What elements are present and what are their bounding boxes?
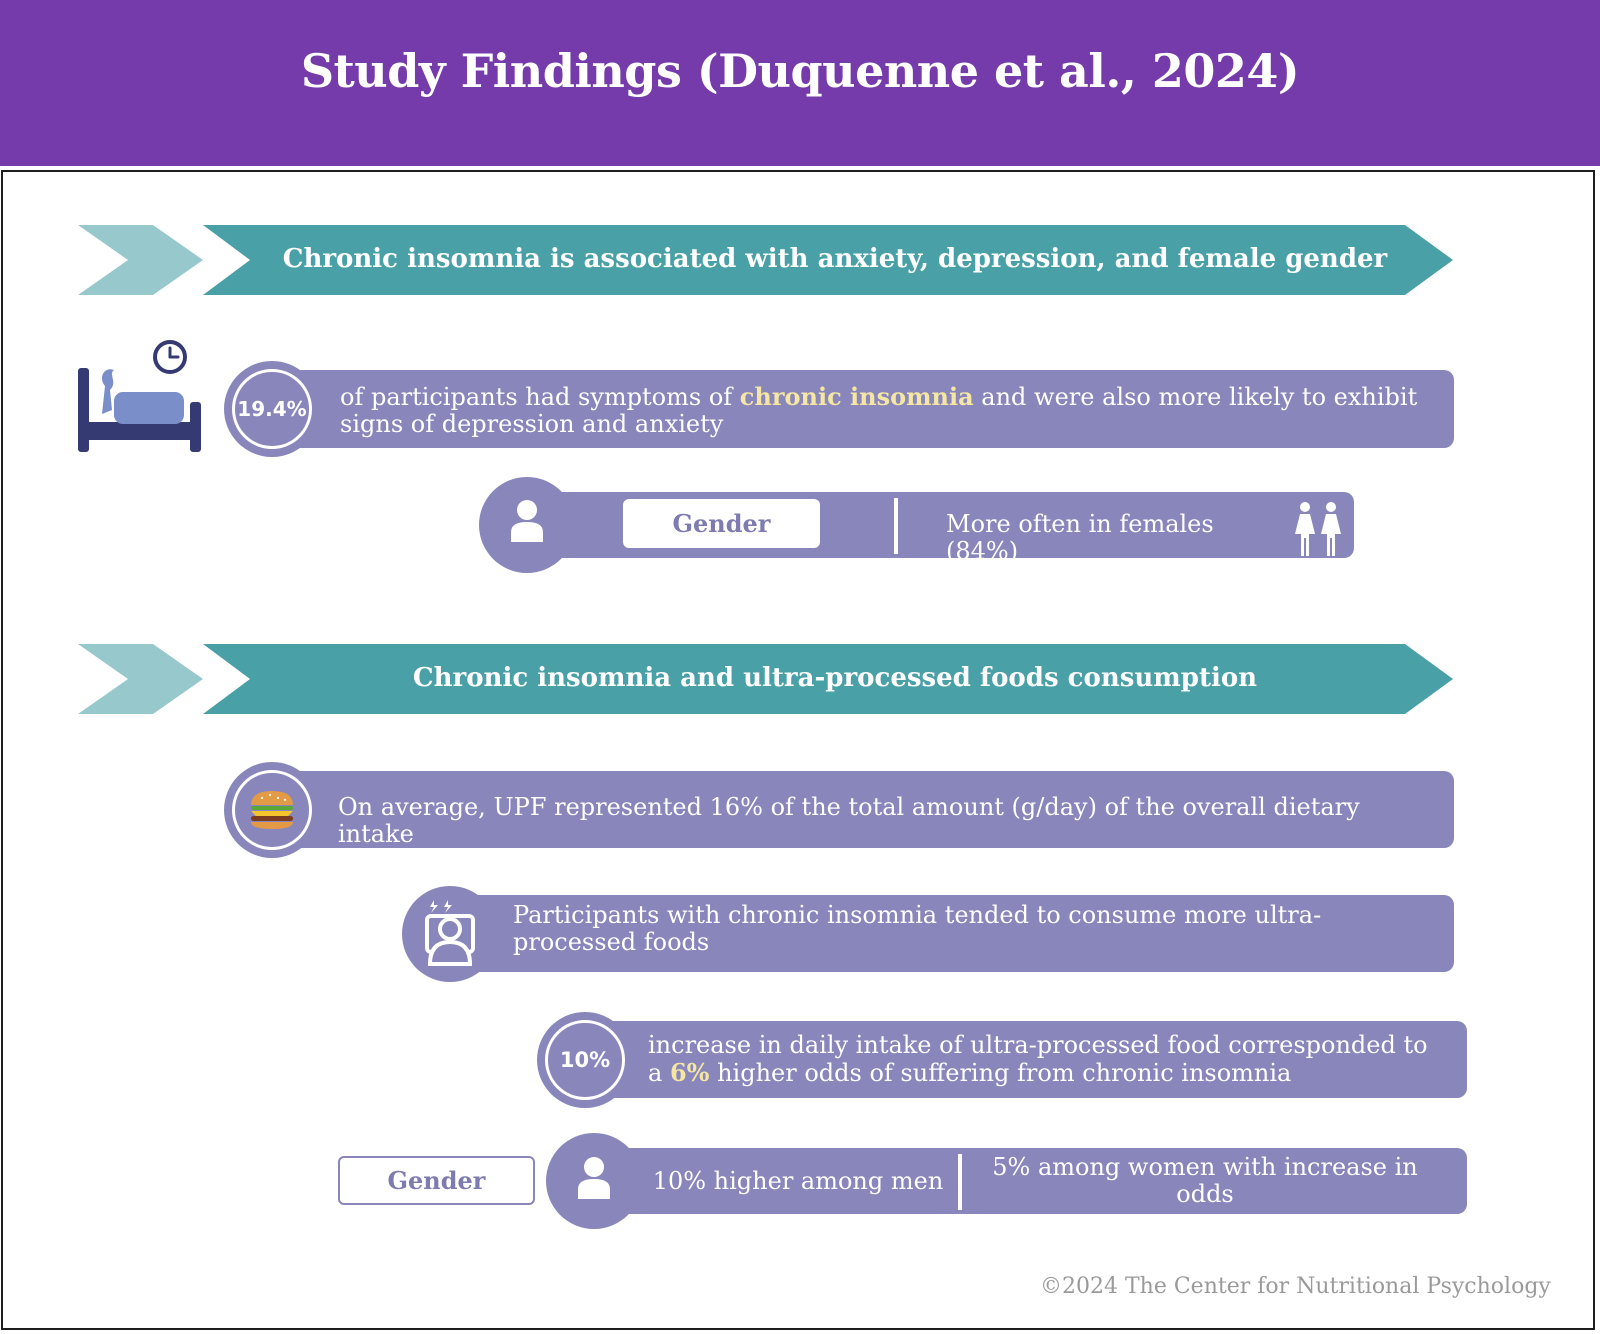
section1-banner-text: Chronic insomnia is associated with anxi…: [282, 244, 1388, 274]
burger-icon: [251, 791, 293, 829]
odds-text-before: increase in daily intake of ultra-proces…: [648, 1031, 1428, 1087]
banner-chevron-main: [203, 644, 1453, 714]
odds-highlight: 6%: [669, 1058, 710, 1087]
gender-label-box-2: Gender: [338, 1156, 535, 1205]
upf-icon-ring: [232, 770, 312, 850]
insomnia-stat-text: of participants had symptoms of chronic …: [340, 383, 1420, 438]
section2-banner: [78, 644, 1453, 714]
insomnia-stat-value: 19.4%: [232, 369, 312, 449]
gender-female-text: More often in females (84%): [946, 510, 1214, 565]
page-title: Study Findings (Duquenne et al., 2024): [300, 44, 1300, 98]
men-odds-text: 10% higher among men: [652, 1167, 944, 1195]
insomnia-stat-circle: 19.4%: [224, 361, 320, 457]
person-icon: [511, 500, 543, 542]
copyright: ©2024 The Center for Nutritional Psychol…: [1040, 1274, 1551, 1299]
odds-text-after: higher odds of suffering from chronic in…: [709, 1059, 1292, 1087]
odds-pill: [594, 1021, 1467, 1098]
gender-odds-pill: [592, 1148, 1467, 1214]
person-icon: [578, 1157, 610, 1199]
stressed-person-icon: [425, 900, 475, 966]
upf-pill: [282, 771, 1454, 848]
bed-clock-icon: [78, 340, 201, 452]
odds-circle: 10%: [537, 1012, 633, 1108]
gender-divider-2: [958, 1154, 962, 1210]
insomnia-stat-pill: [282, 370, 1454, 448]
women-odds-text: 5% among women with increase in odds: [992, 1153, 1418, 1208]
section2-banner-text: Chronic insomnia and ultra-processed foo…: [412, 663, 1258, 693]
odds-text: increase in daily intake of ultra-proces…: [648, 1032, 1438, 1087]
banner-chevron-main: [203, 225, 1453, 295]
consume-text: Participants with chronic insomnia tende…: [513, 901, 1322, 956]
odds-value: 10%: [545, 1020, 625, 1100]
consume-pill: [460, 895, 1454, 972]
content-frame: [1, 170, 1595, 1330]
gender-divider: [894, 498, 898, 554]
gender-label-box: Gender: [623, 499, 820, 548]
banner-chevron-light: [78, 225, 203, 295]
insomnia-stat-highlight: chronic insomnia: [739, 382, 974, 411]
female-figures-icon: [1295, 502, 1341, 556]
insomnia-stat-text-after: and were also more likely to exhibit sig…: [340, 383, 1418, 438]
header-bar: Study Findings (Duquenne et al., 2024): [0, 0, 1600, 166]
banner-chevron-light: [78, 644, 203, 714]
upf-circle: [224, 762, 320, 858]
insomnia-stat-text-before: of participants had symptoms of: [340, 383, 740, 411]
upf-text: On average, UPF represented 16% of the t…: [338, 793, 1360, 848]
section1-banner: [78, 225, 1453, 295]
